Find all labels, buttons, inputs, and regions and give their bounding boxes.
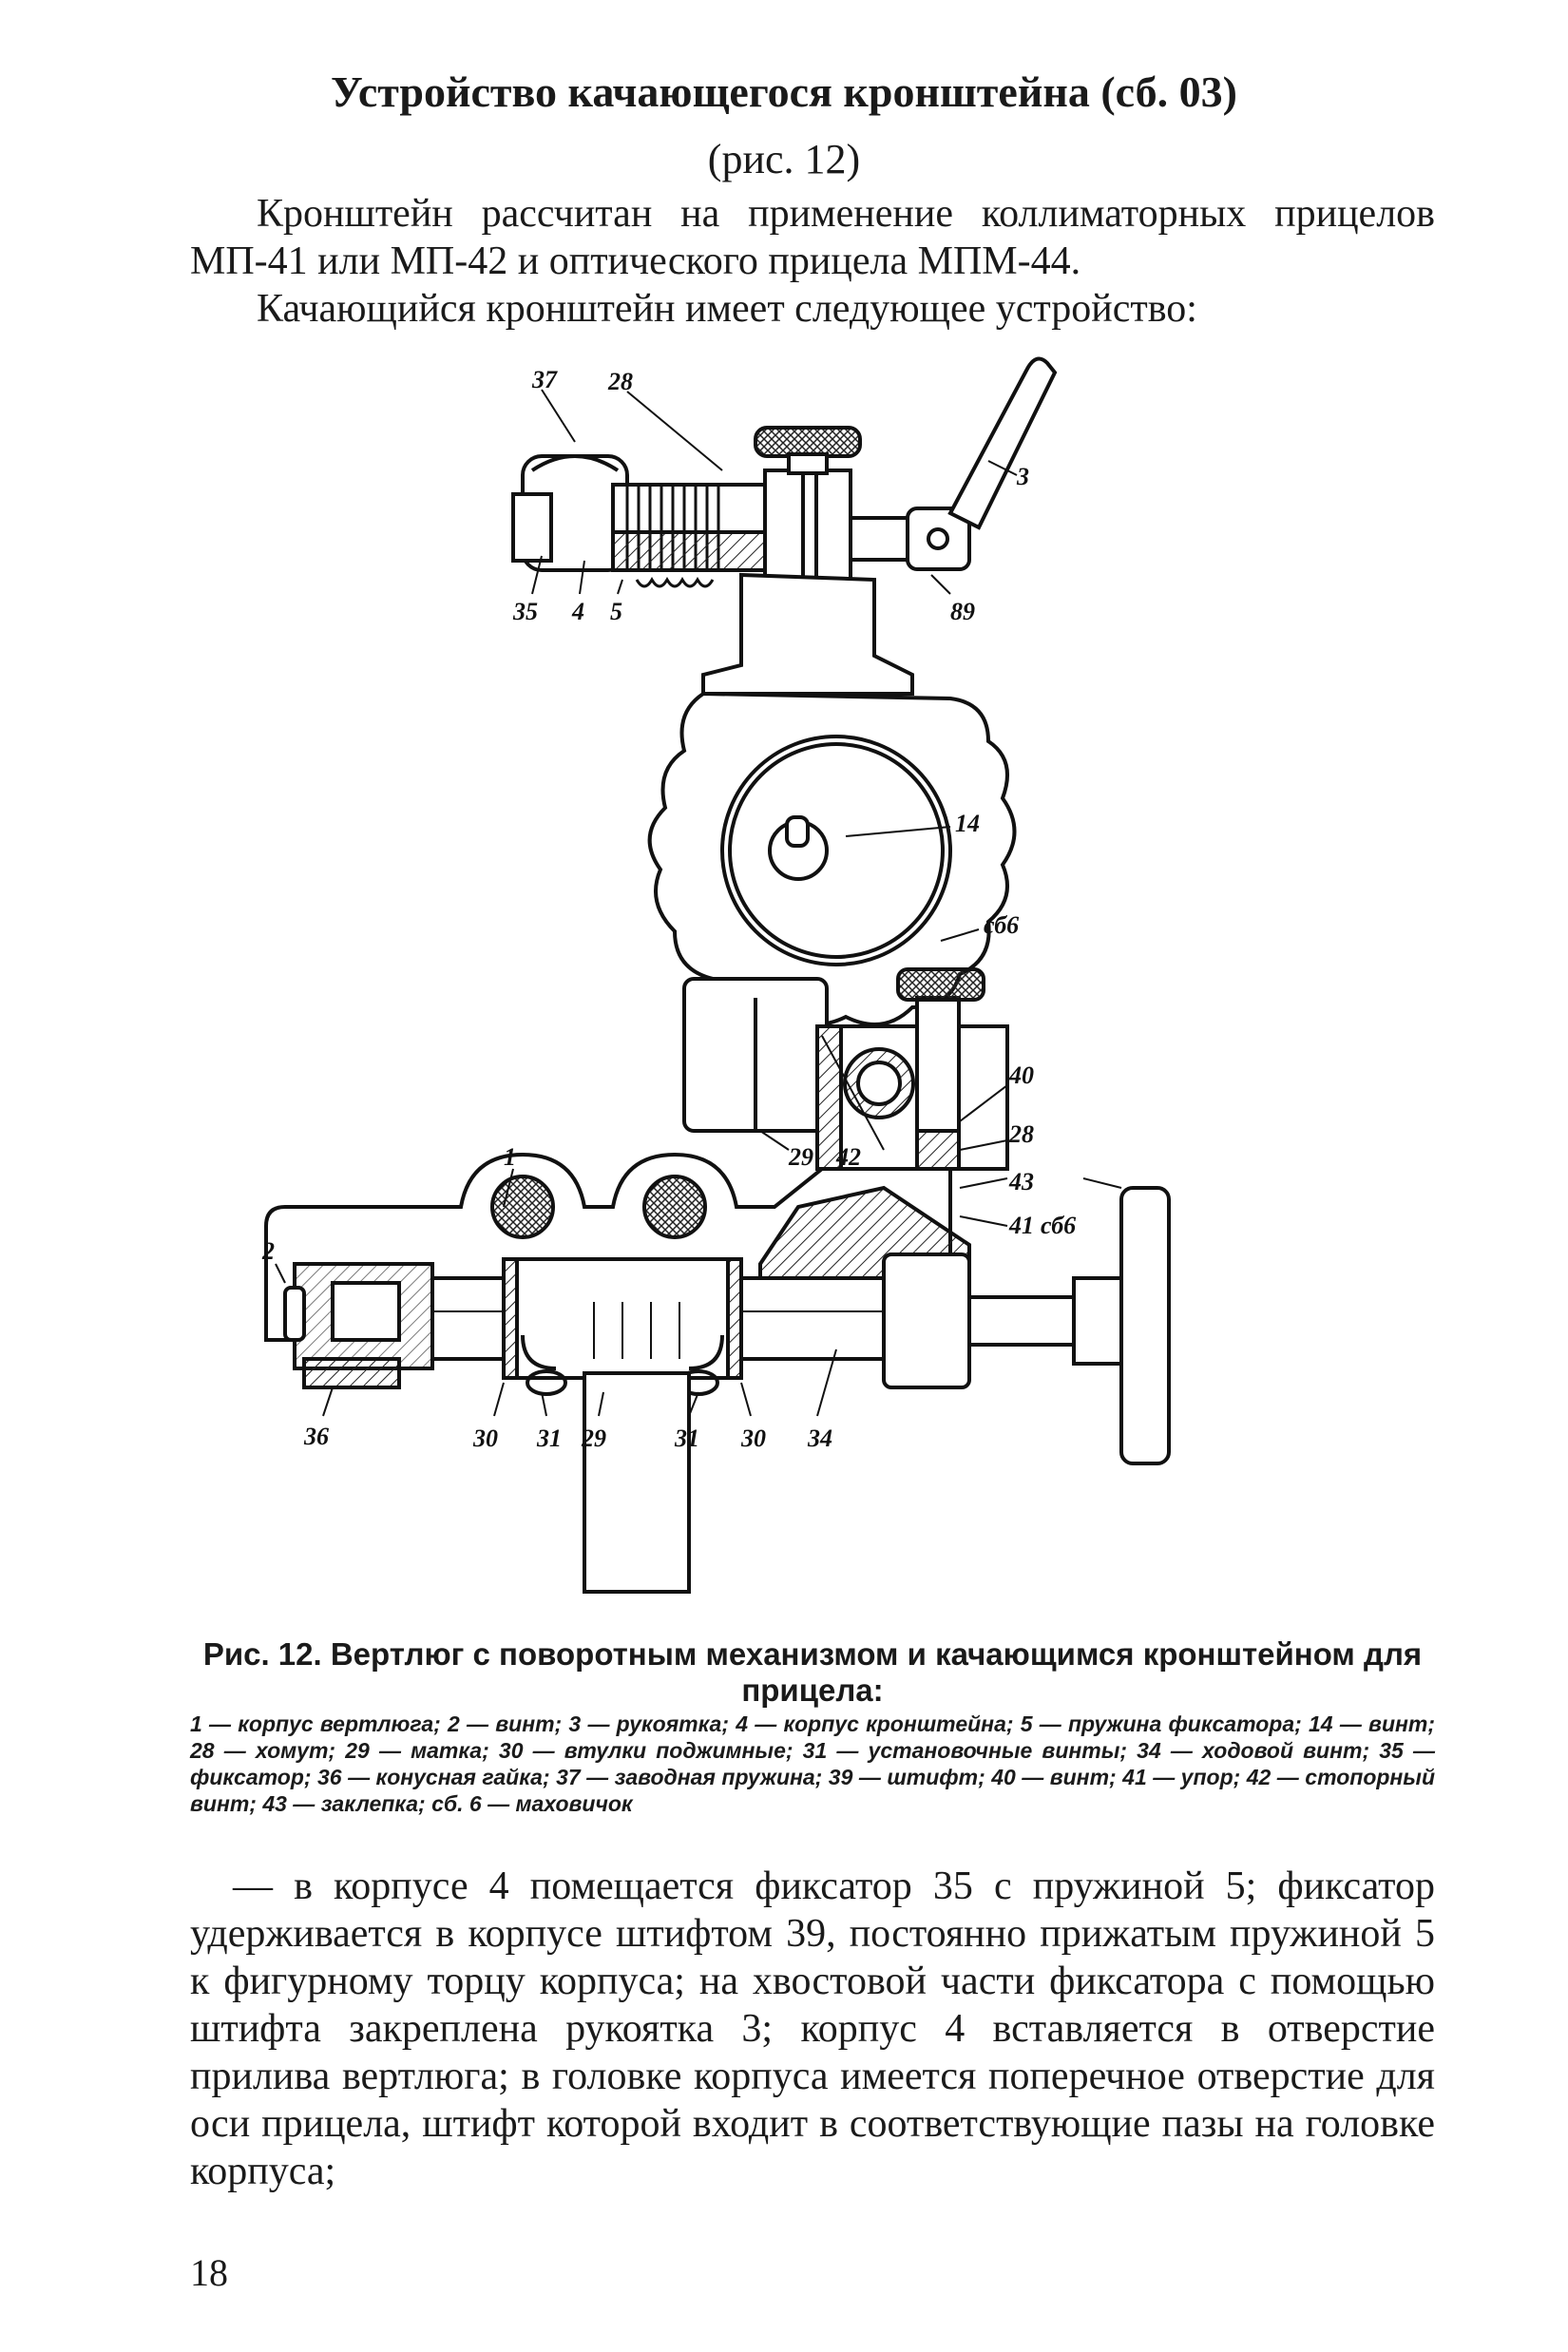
label-43: 43 (1008, 1168, 1034, 1195)
label-29-bottom: 29 (581, 1425, 606, 1452)
label-42: 42 (835, 1143, 861, 1171)
label-28-bottom: 28 (1008, 1120, 1034, 1148)
bottom-view (264, 967, 1171, 1594)
intro-paragraph-2: Качающийся кронштейн имеет следующее уст… (257, 287, 1197, 331)
label-2: 2 (261, 1237, 275, 1265)
label-3: 3 (1016, 463, 1029, 490)
label-1: 1 (504, 1143, 516, 1171)
label-35: 35 (512, 598, 538, 625)
label-sb6-bottom: сб6 (1041, 1212, 1076, 1239)
label-sb6-top: сб6 (984, 911, 1019, 939)
label-41: 41 (1008, 1212, 1034, 1239)
label-36: 36 (303, 1423, 329, 1450)
label-30-right: 30 (740, 1425, 766, 1452)
intro-paragraph-1: Кронштейн рассчитан на применение коллим… (190, 192, 1435, 283)
page-title: Устройство качающегося кронштейна (сб. 0… (331, 67, 1237, 116)
label-37: 37 (531, 366, 558, 393)
label-4: 4 (571, 598, 584, 625)
label-34: 34 (807, 1425, 832, 1452)
label-31-left: 31 (536, 1425, 562, 1452)
label-30-left: 30 (472, 1425, 498, 1452)
label-14: 14 (955, 810, 980, 837)
body-paragraph: — в корпусе 4 помещается фиксатор 35 с п… (190, 1864, 1435, 2193)
label-29-top: 29 (788, 1143, 813, 1171)
figure-caption-title: Рис. 12. Вертлюг с поворотным механизмом… (202, 1636, 1423, 1708)
figure-reference: (рис. 12) (707, 136, 861, 182)
label-28-top: 28 (607, 368, 633, 395)
label-5: 5 (610, 598, 622, 625)
technical-drawing: 37 28 3 89 35 4 5 14 сб6 29 42 40 28 43 … (261, 356, 1171, 1594)
label-40: 40 (1008, 1061, 1034, 1089)
figure-legend: 1 — корпус вертлюга; 2 — винт; 3 — рукоя… (190, 1711, 1435, 1816)
label-31-right: 31 (674, 1425, 699, 1452)
page-number: 18 (190, 2251, 228, 2294)
label-89: 89 (950, 598, 975, 625)
top-view (511, 356, 1058, 1133)
